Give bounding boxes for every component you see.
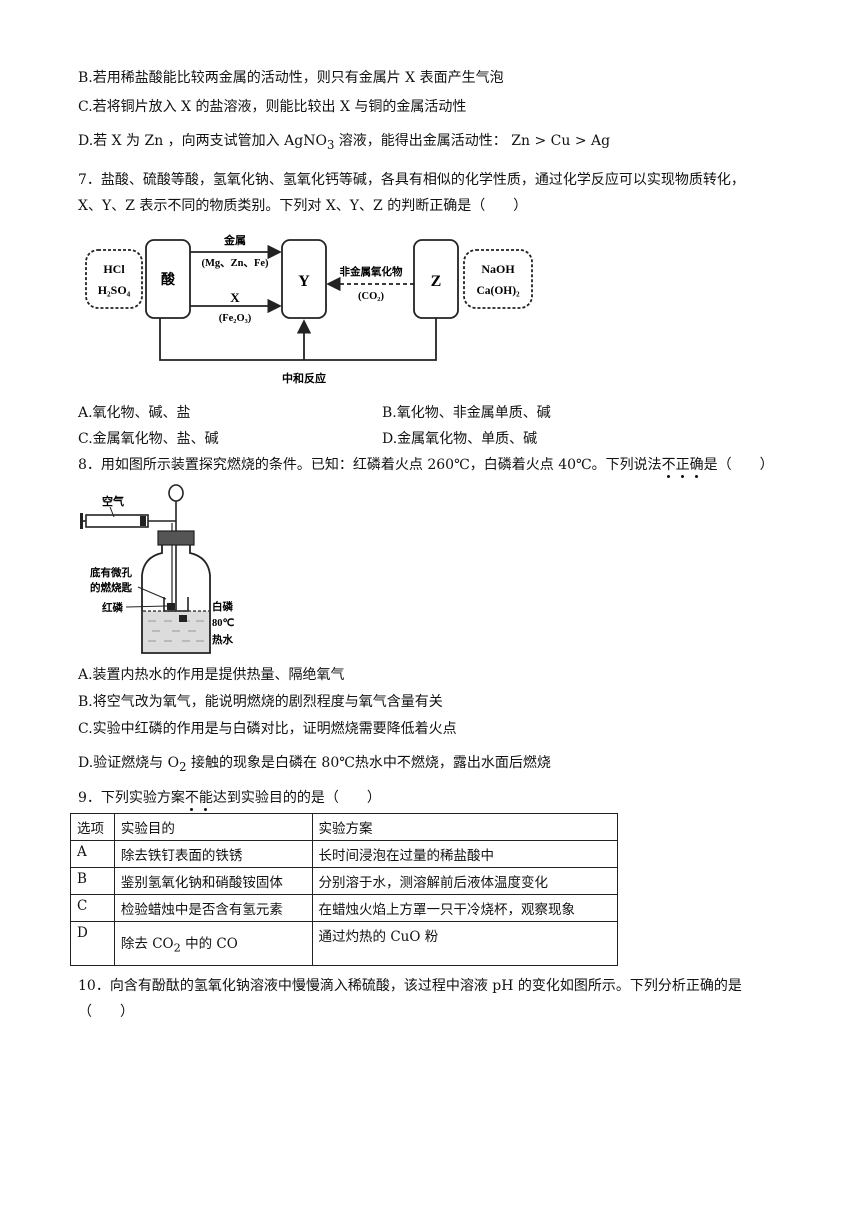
q6-option-d: D.若 X 为 Zn ，向两支试管加入 AgNO3 溶液，能得出金属活动性： Z…: [78, 133, 611, 152]
metal-label: 金属: [223, 233, 246, 247]
q7-option-c: C.金属氧化物、盐、碱: [78, 431, 219, 447]
white-phosphorus-label: 白磷: [212, 600, 233, 613]
y-box: [281, 239, 327, 319]
x-example: (Fe₂O₃): [219, 313, 252, 324]
acid-examples-box: [85, 249, 143, 309]
q7-conversion-diagram: HCl H₂SO₄ 酸 Y Z NaOH Ca(OH)₂ 金属 (Mg、Zn、F…: [85, 233, 533, 385]
q8-combustion-apparatus: 空气 底有微孔 的燃烧匙 红磷 白磷 80℃ 热水: [80, 484, 235, 654]
nonmetal-oxide-label: 非金属氧化物: [340, 265, 403, 278]
q7-stem-line2: X、Y、Z 表示不同的物质类别。下列对 X、Y、Z 的判断正确是（ ）: [78, 198, 528, 214]
hot-water: [143, 611, 209, 652]
header-option: 选项: [70, 813, 115, 841]
q7-option-d: D.金属氧化物、单质、碱: [382, 431, 538, 447]
table-row: A 除去铁钉表面的铁锈 长时间浸泡在过量的稀盐酸中: [70, 840, 619, 868]
header-aim: 实验目的: [113, 813, 313, 841]
q9-experiment-table: 选项 实验目的 实验方案 A 除去铁钉表面的铁锈 长时间浸泡在过量的稀盐酸中 B…: [70, 813, 619, 966]
q7-option-a: A.氧化物、碱、盐: [78, 405, 191, 421]
row-a-plan: 长时间浸泡在过量的稀盐酸中: [311, 840, 619, 868]
row-c-option: C: [70, 894, 115, 922]
q10-stem-line1: 10．向含有酚酞的氢氧化钠溶液中慢慢滴入稀硫酸，该过程中溶液 pH 的变化如图所…: [78, 978, 742, 994]
table-header-row: 选项 实验目的 实验方案: [70, 813, 619, 841]
spoon-label-line2: 的燃烧匙: [90, 581, 132, 594]
q8-option-a: A.装置内热水的作用是提供热量、隔绝氧气: [78, 667, 345, 683]
table-row: C 检验蜡烛中是否含有氢元素 在蜡烛火焰上方罩一只干冷烧杯，观察现象: [70, 894, 619, 922]
q8-stem: 8．用如图所示装置探究燃烧的条件。已知：红磷着火点 260℃，白磷着火点 40℃…: [78, 457, 774, 473]
q9-stem: 9．下列实验方案不能达到实验目的的是（ ）: [78, 790, 381, 806]
table-row: D 除去 CO2 中的 CO 通过灼热的 CuO 粉: [70, 921, 619, 966]
x-label: X: [230, 290, 240, 305]
row-c-plan: 在蜡烛火焰上方罩一只干冷烧杯，观察现象: [311, 894, 619, 922]
row-d-aim: 除去 CO2 中的 CO: [113, 921, 313, 966]
spoon-label-line1: 底有微孔: [90, 566, 132, 579]
base-example-naoh: NaOH: [481, 262, 515, 276]
neutralization-path: [159, 318, 437, 361]
acid-example-h2so4: H₂SO₄: [98, 283, 131, 297]
white-phosphorus: [179, 615, 187, 622]
base-example-caoh2: Ca(OH)₂: [476, 285, 520, 297]
syringe-plunger: [80, 513, 83, 529]
row-b-plan: 分别溶于水，测溶解前后液体温度变化: [311, 867, 619, 895]
row-a-aim: 除去铁钉表面的铁锈: [113, 840, 313, 868]
water-temp-label: 80℃: [212, 617, 235, 629]
air-label: 空气: [102, 494, 124, 508]
acid-box: [145, 239, 191, 319]
stopper: [157, 530, 195, 546]
nonmetal-oxide-example: (CO₂): [358, 291, 384, 302]
syringe-barrel: [85, 514, 149, 528]
q7-stem-line1: 7．盐酸、硫酸等酸，氢氧化钠、氢氧化钙等碱，各具有相似的化学性质，通过化学反应可…: [78, 172, 745, 188]
q8-option-c: C.实验中红磷的作用是与白磷对比，证明燃烧需要降低着火点: [78, 721, 457, 737]
row-d-option: D: [70, 921, 115, 966]
q6-option-b: B.若用稀盐酸能比较两金属的活动性，则只有金属片 X 表面产生气泡: [78, 70, 504, 86]
z-box-label: Z: [431, 273, 442, 290]
funnel: [168, 484, 184, 502]
q8-option-b: B.将空气改为氧气，能说明燃烧的剧烈程度与氧气含量有关: [78, 694, 443, 710]
row-a-option: A: [70, 840, 115, 868]
row-b-option: B: [70, 867, 115, 895]
q6-option-c: C.若将铜片放入 X 的盐溶液，则能比较出 X 与铜的金属活动性: [78, 99, 467, 115]
table-row: B 鉴别氢氧化钠和硝酸铵固体 分别溶于水，测溶解前后液体温度变化: [70, 867, 619, 895]
row-d-plan: 通过灼热的 CuO 粉: [311, 921, 619, 966]
red-phosphorus-label: 红磷: [102, 601, 123, 614]
y-box-label: Y: [298, 273, 310, 290]
base-examples-box: [463, 249, 533, 309]
hot-water-label: 热水: [212, 633, 233, 646]
bottle: [141, 545, 211, 654]
neutralization-label: 中和反应: [282, 371, 326, 385]
acid-example-hcl: HCl: [103, 262, 125, 276]
q10-stem-line2: （ ）: [78, 1004, 134, 1020]
combustion-spoon: [163, 597, 189, 612]
red-phosphorus: [167, 603, 175, 610]
metal-examples: (Mg、Zn、Fe): [201, 258, 269, 269]
acid-box-label: 酸: [161, 271, 176, 288]
row-b-aim: 鉴别氢氧化钠和硝酸铵固体: [113, 867, 313, 895]
header-plan: 实验方案: [311, 813, 619, 841]
q7-option-b: B.氧化物、非金属单质、碱: [382, 405, 551, 421]
row-c-aim: 检验蜡烛中是否含有氢元素: [113, 894, 313, 922]
q8-option-d: D.验证燃烧与 O2 接触的现象是白磷在 80℃热水中不燃烧，露出水面后燃烧: [78, 755, 551, 774]
